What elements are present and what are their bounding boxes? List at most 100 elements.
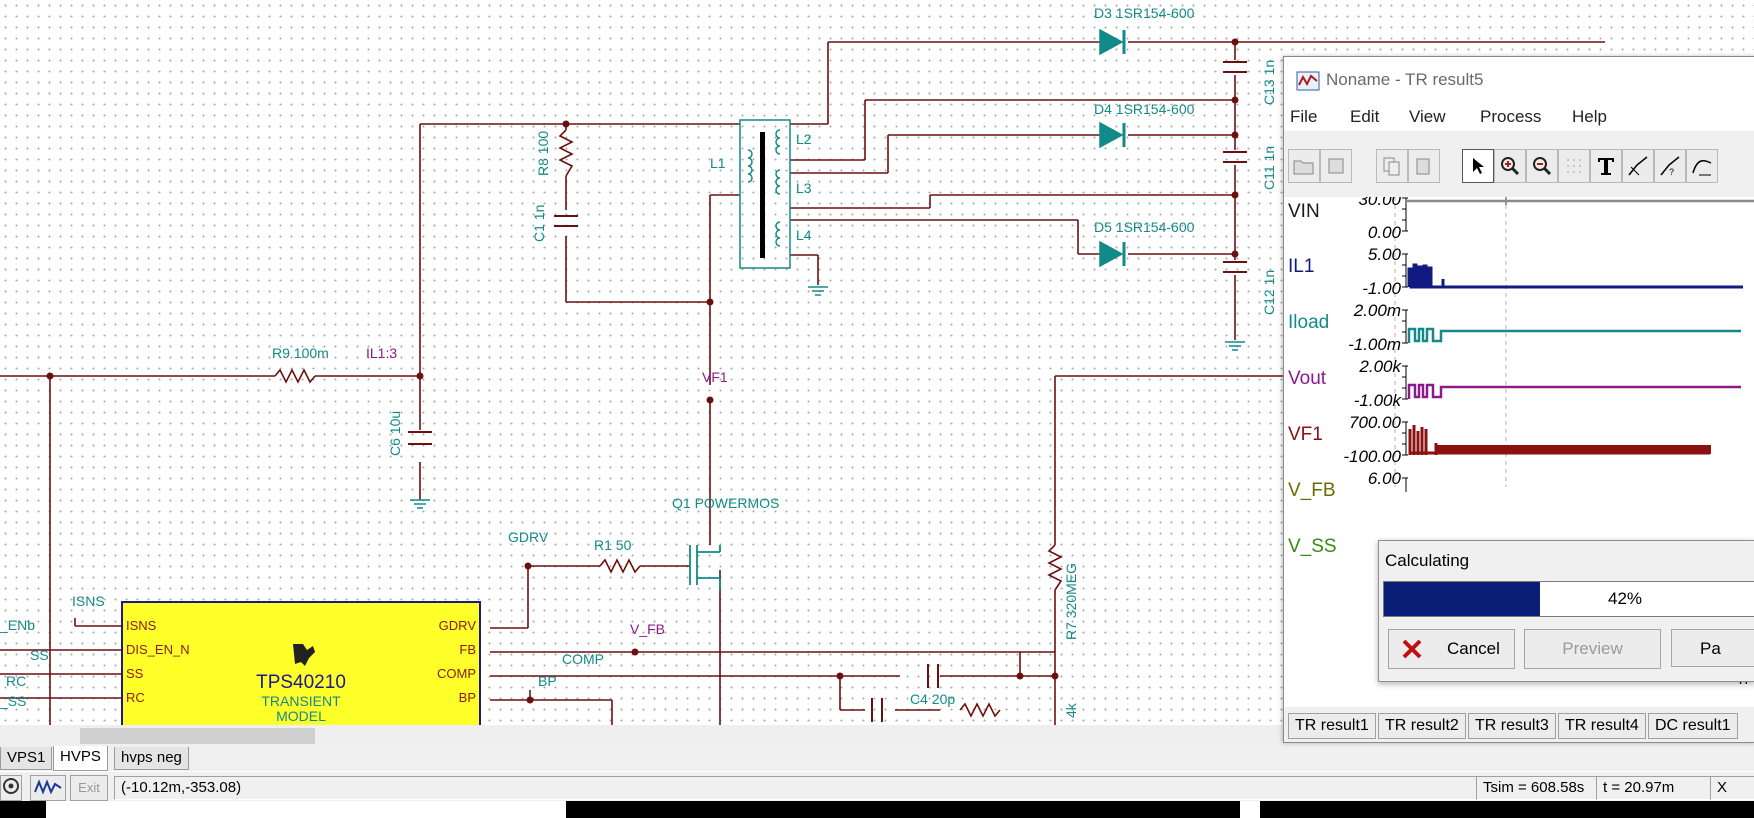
preview-button[interactable]: Preview <box>1524 629 1661 669</box>
sheet-tabs: VPS1 HVPS hvps neg <box>0 746 1754 772</box>
vout-max: 2.00k <box>1358 357 1402 376</box>
sim-icon-button[interactable] <box>0 775 22 801</box>
iload-min: -1.00m <box>1348 335 1401 354</box>
pause-button[interactable]: Pa <box>1671 629 1754 667</box>
waveform-button[interactable] <box>30 775 66 801</box>
ic-body <box>121 601 481 725</box>
signal-v-ss: V_SS <box>1288 536 1337 557</box>
grid-icon <box>1567 159 1581 173</box>
svg-text:?: ? <box>1669 167 1674 177</box>
tab-tr-result3[interactable]: TR result3 <box>1468 713 1556 739</box>
progress-bar: 42% <box>1383 581 1754 617</box>
signal-v-fb: V_FB <box>1288 480 1336 501</box>
menu-file[interactable]: File <box>1290 107 1318 126</box>
label-gdrv: GDRV <box>508 529 549 545</box>
scrollbar-thumb[interactable] <box>80 728 315 744</box>
vout-min: -1.00k <box>1354 391 1403 410</box>
calculating-dialog[interactable]: Calculating 42% Cancel Preview Pa <box>1378 540 1754 682</box>
open-button[interactable] <box>1288 149 1320 183</box>
ic-pin-comp: COMP <box>437 666 476 681</box>
schematic-wires <box>0 41 1605 725</box>
vin-min: 0.00 <box>1368 223 1402 242</box>
cursor-a-icon <box>1628 156 1648 176</box>
ground-symbols <box>410 286 1245 509</box>
waveform-plots: VIN 30.00 0.00 IL1 5.00 -1.00 Iload 2.00… <box>1288 190 1754 688</box>
cancel-button[interactable]: Cancel <box>1388 629 1515 669</box>
paste-icon <box>1416 158 1430 175</box>
ic-sub1: TRANSIENT <box>261 693 341 709</box>
pointer-button[interactable] <box>1462 149 1494 183</box>
tab-hvps-neg[interactable]: hvps neg <box>114 747 189 770</box>
tab-tr-result4[interactable]: TR result4 <box>1558 713 1646 739</box>
ic-pin-bp: BP <box>459 690 476 705</box>
ic-sub2: MODEL <box>276 708 326 724</box>
text-button[interactable] <box>1590 149 1622 183</box>
resistors <box>274 129 1063 718</box>
label-d4: D4 1SR154-600 <box>1094 101 1195 117</box>
coordinate-readout: (-10.12m,-353.08) <box>114 776 1480 800</box>
grid-button[interactable] <box>1558 149 1590 183</box>
label-l4: L4 <box>796 227 812 243</box>
tab-tr-result1[interactable]: TR result1 <box>1288 713 1376 739</box>
label-vss: _SS <box>0 693 26 709</box>
label-c1: C1 1n <box>531 205 547 242</box>
tab-hvps[interactable]: HVPS <box>53 746 108 771</box>
ic-pin-isns: ISNS <box>126 618 157 633</box>
label-c12: C12 1n <box>1261 270 1277 315</box>
label-d5: D5 1SR154-600 <box>1094 219 1195 235</box>
menu-help[interactable]: Help <box>1572 107 1607 126</box>
menu-process[interactable]: Process <box>1480 107 1542 126</box>
ic-pin-dis-en-n: DIS_EN_N <box>126 642 190 657</box>
close-icon <box>1402 639 1422 659</box>
measure-button[interactable] <box>1686 149 1718 183</box>
progress-percent: 42% <box>1608 589 1643 608</box>
tab-tr-result2[interactable]: TR result2 <box>1378 713 1466 739</box>
zoom-out-button[interactable] <box>1526 149 1558 183</box>
graph-icon <box>1296 71 1320 91</box>
label-enb: _ENb <box>0 617 35 633</box>
label-d3: D3 1SR154-600 <box>1094 5 1195 21</box>
tr-result-tabs: TR result1 TR result2 TR result3 TR resu… <box>1284 707 1754 742</box>
cursor-a-button[interactable] <box>1622 149 1654 183</box>
label-q1: Q1 POWERMOS <box>672 495 779 511</box>
paste-button[interactable] <box>1408 149 1440 183</box>
ic-pin-ss: SS <box>126 666 144 681</box>
gear-icon <box>3 778 19 794</box>
label-r9: R9 100m <box>272 345 329 361</box>
pointer-icon <box>1473 158 1484 174</box>
label-vf1: VF1 <box>702 369 728 385</box>
measure-icon <box>1692 159 1712 176</box>
capacitors <box>408 61 1247 722</box>
text-tool-icon <box>1598 158 1614 175</box>
exit-button[interactable]: Exit <box>70 775 108 801</box>
menu-edit[interactable]: Edit <box>1350 107 1380 126</box>
waveform-icon <box>34 779 62 795</box>
label-c4: C4 20p <box>910 691 955 707</box>
calc-title: Calculating <box>1385 551 1470 570</box>
junctions <box>46 38 1239 704</box>
tr-window-title: Noname - TR result5 <box>1326 70 1484 89</box>
label-r8: R8 100 <box>535 131 551 176</box>
copy-icon <box>1383 157 1400 176</box>
label-bp: BP <box>538 673 557 689</box>
cursor-b-button[interactable]: ? <box>1654 149 1686 183</box>
transformer <box>739 119 791 269</box>
tab-dc-result1[interactable]: DC result1 <box>1648 713 1738 739</box>
zoom-in-button[interactable] <box>1494 149 1526 183</box>
label-v-fb: V_FB <box>630 621 665 637</box>
zoom-out-icon <box>1533 157 1552 176</box>
save-button[interactable] <box>1320 149 1352 183</box>
tr-title-bar[interactable]: Noname - TR result5 <box>1284 57 1754 103</box>
menu-view[interactable]: View <box>1409 107 1446 126</box>
label-c11: C11 1n <box>1261 146 1277 190</box>
iload-max: 2.00m <box>1353 301 1401 320</box>
label-r1: R1 50 <box>594 537 632 553</box>
tr-menu-bar: File Edit View Process Help <box>1284 103 1754 131</box>
copy-button[interactable] <box>1376 149 1408 183</box>
tab-vps1[interactable]: VPS1 <box>0 747 53 770</box>
vin-max: 30.00 <box>1358 197 1401 209</box>
folder-open-icon <box>1293 160 1314 175</box>
label-r4k: 4k <box>1063 702 1079 718</box>
bottom-strip <box>0 801 1754 818</box>
label-c6: C6 10u <box>387 411 403 456</box>
